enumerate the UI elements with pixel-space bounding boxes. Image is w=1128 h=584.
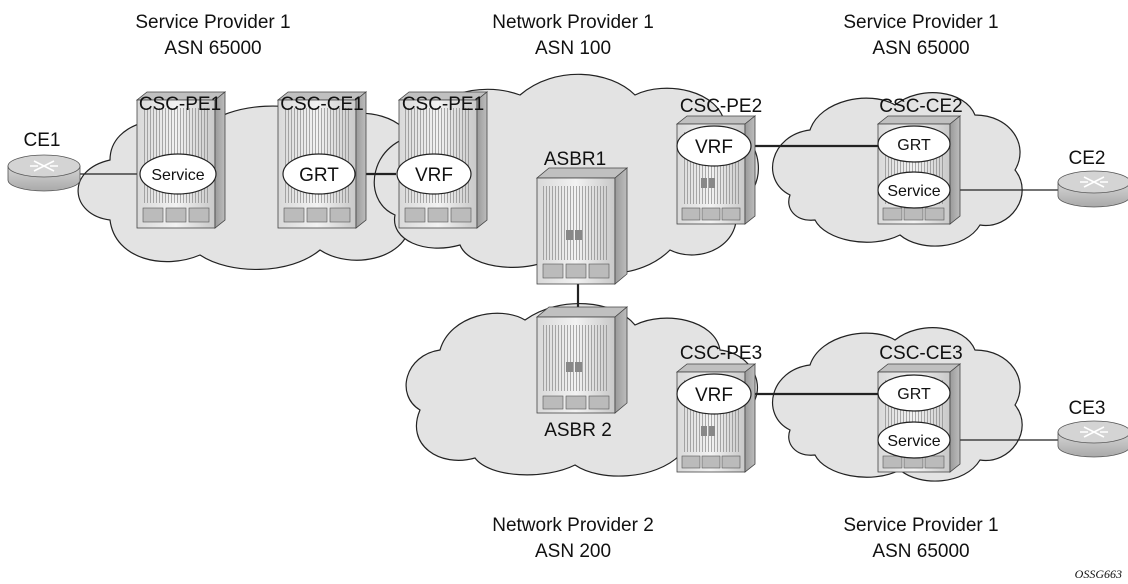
ce1-label: CE1 — [24, 130, 61, 151]
asbr1-chassis — [535, 167, 629, 285]
csc-ce1-label: CSC-CE1 — [280, 94, 363, 115]
sp-right-asn: ASN 65000 — [872, 38, 969, 59]
svg-text:Service: Service — [151, 167, 204, 184]
csc-ce2-grt-instance: GRT — [877, 125, 951, 163]
sp-left-asn: ASN 65000 — [164, 38, 261, 59]
csc-ce3-service-instance: Service — [877, 421, 951, 459]
csc-pe2-vrf-instance: VRF — [676, 125, 752, 167]
csc-ce2-label: CSC-CE2 — [879, 96, 962, 117]
csc-ce3-grt-instance: GRT — [877, 374, 951, 412]
svg-text:VRF: VRF — [695, 137, 733, 158]
asbr2-label: ASBR 2 — [544, 420, 612, 441]
ce3-router-icon — [1057, 420, 1128, 458]
np2-name: Network Provider 2 — [492, 515, 654, 536]
svg-text:VRF: VRF — [415, 165, 453, 186]
svg-text:Service: Service — [887, 183, 940, 200]
np1-name: Network Provider 1 — [492, 12, 654, 33]
svg-text:VRF: VRF — [695, 385, 733, 406]
svg-text:Service: Service — [887, 433, 940, 450]
csc-pe1-service-instance: Service — [139, 153, 217, 195]
sp-bottom-name: Service Provider 1 — [843, 515, 998, 536]
csc-ce3-label: CSC-CE3 — [879, 343, 962, 364]
ce1-router-icon — [7, 154, 81, 192]
csc-pe2-label: CSC-PE2 — [680, 96, 762, 117]
np2-asn: ASN 200 — [535, 541, 611, 562]
links — [80, 144, 1060, 441]
sp-bottom-asn: ASN 65000 — [872, 541, 969, 562]
csc-pe1-left-label: CSC-PE1 — [139, 94, 221, 115]
figure-id: OSSG663 — [1075, 567, 1122, 581]
csc-pe1-np-label: CSC-PE1 — [402, 94, 484, 115]
ce2-router-icon — [1057, 170, 1128, 208]
svg-text:GRT: GRT — [897, 137, 931, 154]
csc-ce1-grt-instance: GRT — [282, 153, 356, 195]
svg-text:GRT: GRT — [897, 386, 931, 403]
svg-text:GRT: GRT — [299, 165, 339, 186]
sp-right-name: Service Provider 1 — [843, 12, 998, 33]
csc-pe1-vrf-instance: VRF — [396, 153, 472, 195]
asbr2-chassis — [535, 306, 629, 414]
csc-pe3-vrf-instance: VRF — [676, 373, 752, 415]
asbr1-label: ASBR1 — [544, 149, 606, 170]
csc-ce2-service-instance: Service — [877, 171, 951, 209]
ce2-label: CE2 — [1069, 148, 1106, 169]
ce3-label: CE3 — [1069, 398, 1106, 419]
csc-pe3-label: CSC-PE3 — [680, 343, 762, 364]
np1-asn: ASN 100 — [535, 38, 611, 59]
sp-left-name: Service Provider 1 — [135, 12, 290, 33]
